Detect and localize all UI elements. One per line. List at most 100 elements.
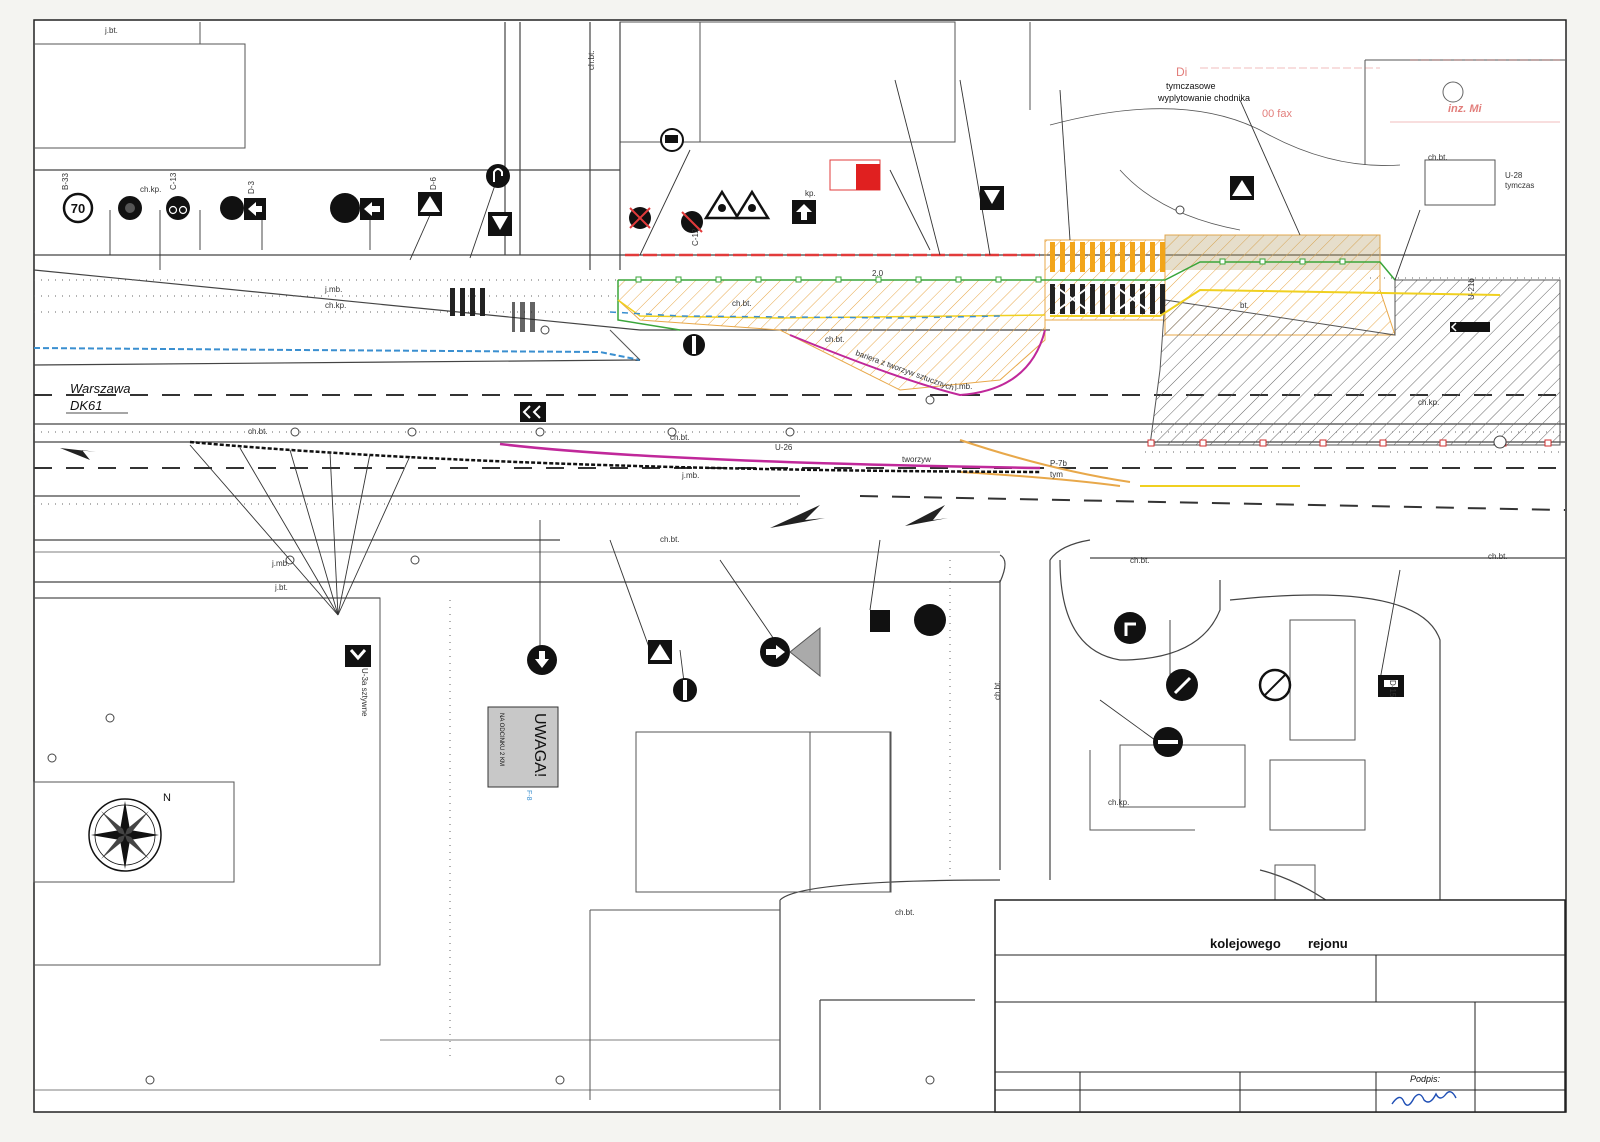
label-chkp: ch.kp. [140, 185, 161, 194]
no-entry-sign-icon [330, 193, 360, 223]
label-tym: tym [1050, 470, 1063, 479]
city-label: Warszawa [70, 381, 130, 396]
road-signs: 70 UWAGA! [62, 128, 1490, 801]
label-jmb-4: j.mb. [271, 559, 289, 568]
label-chbt-zone: ch.bt. [732, 299, 752, 308]
title-block: kolejowego rejonu Podpis: [994, 899, 1566, 1113]
stamp-line-3: inz. Mi [1448, 103, 1483, 115]
label-u26: U-26 [775, 443, 793, 452]
label-jmb-3: j.mb. [681, 471, 699, 480]
compass-rose-icon: N [88, 792, 171, 872]
no-passing-sign-icon [1153, 727, 1183, 757]
work-zone [448, 234, 1561, 446]
lamp-posts [47, 205, 1507, 1085]
arrow-sign-icon [360, 198, 384, 220]
title-rejonu: rejonu [1308, 936, 1348, 951]
label-chbt-side: ch.bt. [587, 50, 596, 70]
label-chkp-3: ch.kp. [1418, 398, 1439, 407]
u3a-chevron-sign-icon [345, 645, 371, 667]
speed-limit-sign-icon: 70 [62, 192, 94, 224]
arrow-sign-icon [760, 626, 821, 678]
label-jbt: j.bt. [104, 26, 118, 35]
label-c13: C-13 [169, 172, 178, 190]
yield-sign-icon [980, 186, 1004, 210]
label-u3a: U-3a sztywne [360, 668, 369, 717]
arrow-sign-icon [527, 645, 557, 675]
label-kp: kp. [805, 189, 816, 198]
label-dimension: 2.0 [872, 269, 884, 278]
u-turn-sign-icon [486, 164, 510, 188]
no-entry-sign-icon [118, 196, 142, 220]
no-passing-sign-icon [683, 334, 705, 356]
label-chbt-5: ch.bt. [660, 535, 680, 544]
buildings-bottom [33, 560, 1366, 1100]
diagonal-arrow-sign-icon [1166, 669, 1198, 701]
label-chodnik-2: wyplytowanie chodnika [1157, 93, 1250, 103]
label-chbt-9: ch.bt. [993, 680, 1002, 700]
label-chodnik-1: tymczasowe [1166, 81, 1216, 91]
label-chbt-4: ch.bt. [670, 433, 690, 442]
bus-sign-icon [660, 128, 684, 152]
no-u-turn-sign-icon [1258, 668, 1292, 702]
parking-sign-icon [1378, 675, 1404, 697]
no-stopping-sign-icon [629, 207, 651, 229]
lane-arrows [60, 448, 948, 528]
warning-triangle-sign-icon [418, 192, 442, 216]
stamp-line-2: 00 fax [1262, 108, 1292, 120]
temporary-lines [33, 253, 1501, 487]
label-u28: U-28 [1505, 171, 1523, 180]
label-chbt-8: ch.bt. [895, 908, 915, 917]
uwaga-title: UWAGA! [531, 713, 548, 777]
label-tworzyw: tworzyw [902, 455, 931, 464]
stamp-line-1: Di [1176, 65, 1187, 79]
arrow-sign-icon [244, 198, 266, 220]
speed-limit-value: 70 [71, 201, 85, 216]
chevron-sign-icon [520, 402, 546, 422]
uwaga-board: UWAGA! NA ODCINKU 2 KM F-8 [487, 706, 559, 801]
uwaga-subtitle: NA ODCINKU 2 KM [498, 713, 504, 766]
label-chkp-4: ch.kp. [1108, 798, 1129, 807]
uwaga-code: F-8 [525, 790, 532, 801]
side-streets [504, 22, 1441, 1110]
label-bt-zone: bt. [1240, 301, 1249, 310]
label-chbt-3: ch.bt. [248, 427, 268, 436]
sign-leader-lines [109, 79, 1421, 741]
signature-mark [1391, 1091, 1457, 1106]
label-u28-note: tymczas [1505, 181, 1534, 190]
warning-triangle-sign-icon [648, 640, 672, 664]
lpg-sign-icon [870, 604, 946, 636]
label-chbt-2: ch.bt. [825, 335, 845, 344]
label-b33: B-33 [61, 173, 70, 190]
label-c12: C-12 [691, 228, 700, 246]
title-kolejowego: kolejowego [1210, 936, 1281, 951]
no-stopping-sign-icon [681, 211, 703, 233]
label-chbt-10: ch.bt. [1428, 153, 1448, 162]
pedestrian-crossing-sign-icon [1230, 176, 1254, 200]
label-jbt-2: j.bt. [274, 583, 288, 592]
yield-sign-icon [488, 212, 512, 236]
signature-label: Podpis: [1410, 1074, 1441, 1084]
no-passing-sign-icon [673, 678, 697, 702]
temporary-vehicle-icon [829, 159, 881, 191]
label-chbt-7: ch.bt. [1488, 552, 1508, 561]
arrow-sign-icon [792, 200, 816, 224]
fence-posts [635, 258, 1346, 283]
svg-text:N: N [163, 792, 171, 804]
label-p7b: P-7b [1050, 459, 1067, 468]
chevron-sign-icon [1450, 322, 1490, 332]
warning-triangle-sign-icon [703, 189, 741, 220]
label-u21b: U-21b [1467, 278, 1476, 300]
label-d6: D-6 [429, 177, 438, 190]
bicycle-sign-icon [166, 196, 190, 220]
label-d15: D-15 [1388, 680, 1397, 698]
label-d3: D-3 [247, 181, 256, 194]
no-entry-sign-icon [220, 196, 244, 220]
warning-triangle-sign-icon [733, 189, 771, 220]
label-chbt-6: ch.bt. [1130, 556, 1150, 565]
road-label: DK61 [70, 398, 103, 413]
company-stamp: Di 00 fax inz. Mi [1176, 59, 1560, 123]
label-jmb-1: j.mb. [324, 285, 342, 294]
label-chkp-2: ch.kp. [325, 301, 346, 310]
label-jmb-2: j.mb. [954, 382, 972, 391]
